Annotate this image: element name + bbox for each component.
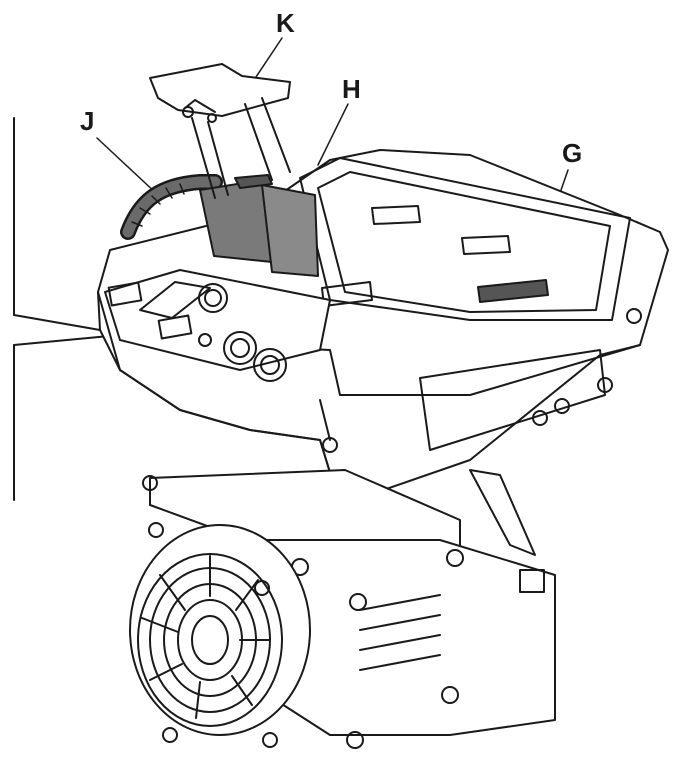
connector-h bbox=[199, 174, 319, 277]
callout-j: J bbox=[80, 106, 95, 136]
left-bracket bbox=[13, 117, 121, 501]
handle-k bbox=[149, 63, 291, 199]
cable-harness bbox=[120, 174, 223, 240]
callout-g: G bbox=[562, 138, 583, 168]
fan-cover bbox=[129, 522, 311, 743]
switch-panel bbox=[104, 269, 331, 382]
callout-h: H bbox=[342, 74, 361, 104]
callout-k: K bbox=[276, 8, 295, 38]
